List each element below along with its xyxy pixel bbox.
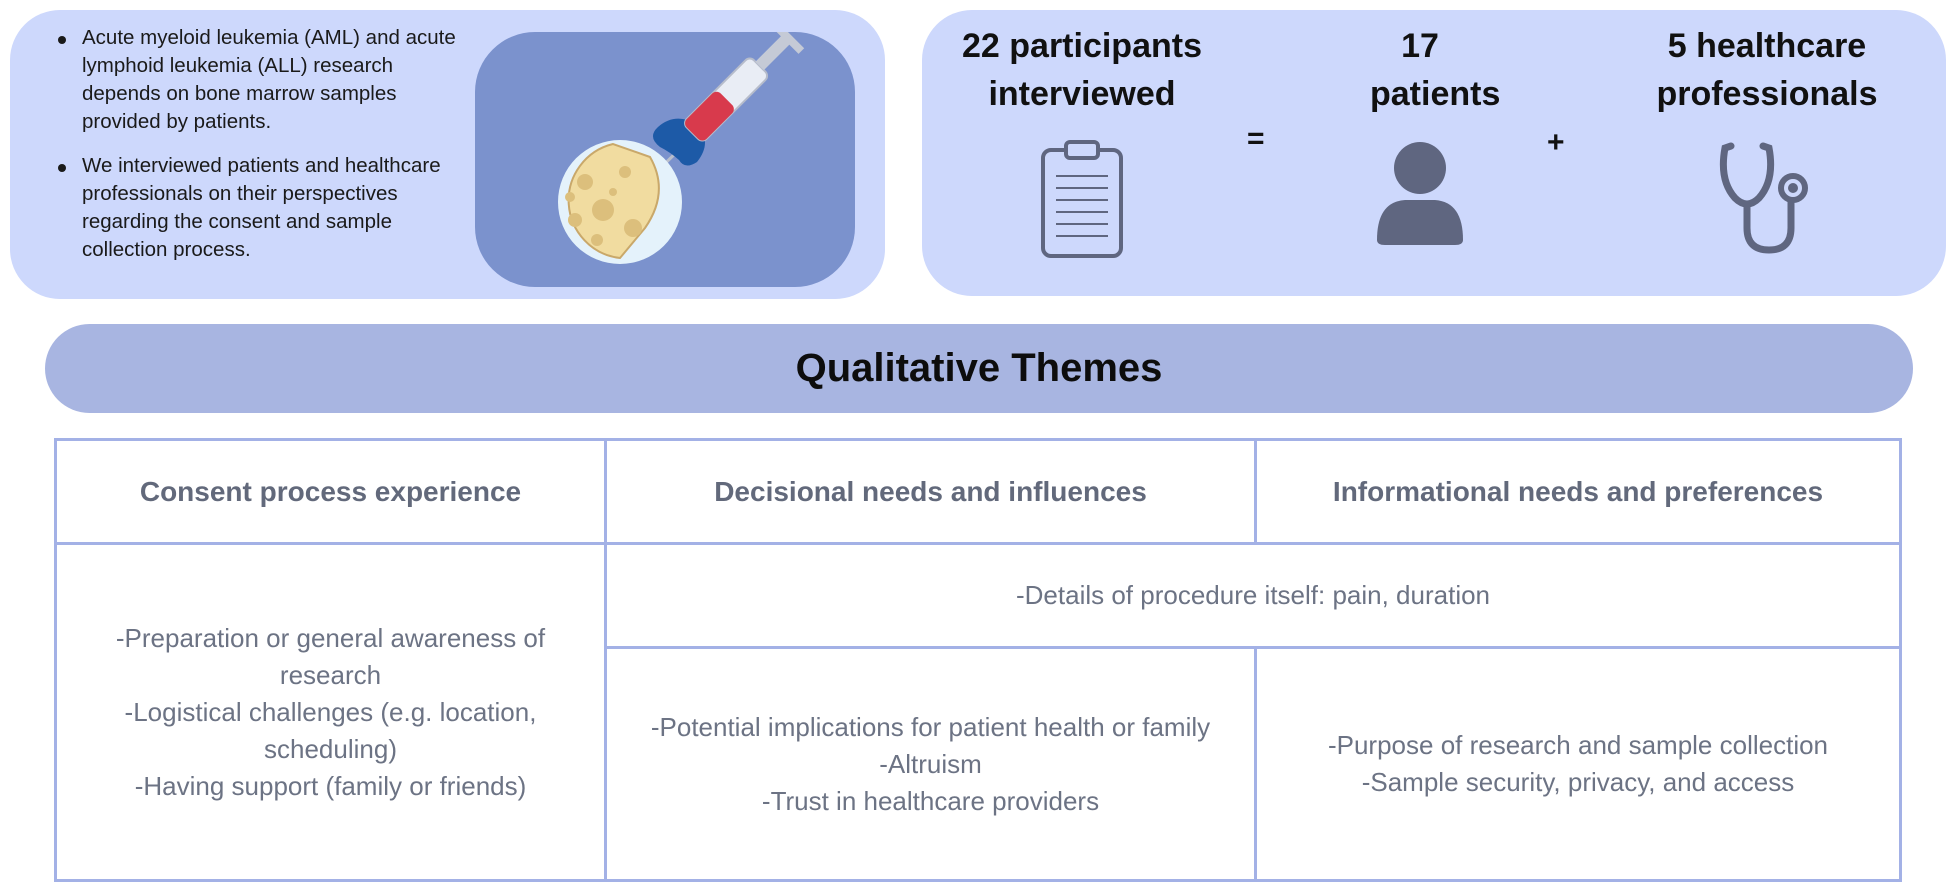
table-border-right bbox=[1899, 438, 1902, 882]
header-divider bbox=[54, 542, 1902, 545]
decisional-items: -Potential implications for patient heal… bbox=[650, 711, 1211, 816]
clipboard-icon bbox=[932, 140, 1232, 265]
informational-items: -Purpose of research and sample collecti… bbox=[1327, 730, 1829, 797]
intro-bullets: Acute myeloid leukemia (AML) and acute l… bbox=[58, 24, 458, 264]
table-border-top bbox=[54, 438, 1902, 441]
intro-panel: Acute myeloid leukemia (AML) and acute l… bbox=[10, 10, 885, 299]
equals-sign: = bbox=[1247, 122, 1265, 155]
column-divider bbox=[604, 438, 607, 882]
intro-bullet: Acute myeloid leukemia (AML) and acute l… bbox=[58, 24, 458, 136]
intro-bullet: We interviewed patients and healthcare p… bbox=[58, 152, 458, 264]
professionals-label: 5 healthcare professionals bbox=[1656, 27, 1878, 113]
themes-title: Qualitative Themes bbox=[795, 346, 1163, 390]
syringe-bone-marrow-icon bbox=[475, 21, 855, 287]
participants-panel: 22 participants interviewed = 17 patient… bbox=[922, 10, 1946, 296]
themes-banner: Qualitative Themes bbox=[45, 324, 1913, 413]
header-consent: Consent process experience bbox=[139, 475, 522, 507]
themes-table: Consent process experience Decisional ne… bbox=[54, 438, 1902, 882]
participants-total-label: 22 participants interviewed bbox=[962, 27, 1202, 113]
participants-total: 22 participants interviewed bbox=[932, 22, 1232, 265]
shared-procedure-item: -Details of procedure itself: pain, dura… bbox=[1015, 580, 1491, 610]
column-divider bbox=[1254, 649, 1257, 882]
stethoscope-icon bbox=[1612, 140, 1922, 260]
header-decisional: Decisional needs and influences bbox=[714, 475, 1147, 507]
row-divider bbox=[604, 646, 1902, 649]
person-icon bbox=[1310, 140, 1530, 250]
table-border-left bbox=[54, 438, 57, 882]
column-divider bbox=[1254, 438, 1257, 545]
table-border-bottom bbox=[54, 879, 1902, 882]
patients-count: 17 patients bbox=[1310, 22, 1530, 250]
plus-sign: + bbox=[1547, 126, 1565, 159]
professionals-count: 5 healthcare professionals bbox=[1612, 22, 1922, 260]
patients-label: 17 patients bbox=[1370, 27, 1501, 113]
header-informational: Informational needs and preferences bbox=[1332, 475, 1824, 507]
consent-items: -Preparation or general awareness of res… bbox=[115, 622, 546, 801]
